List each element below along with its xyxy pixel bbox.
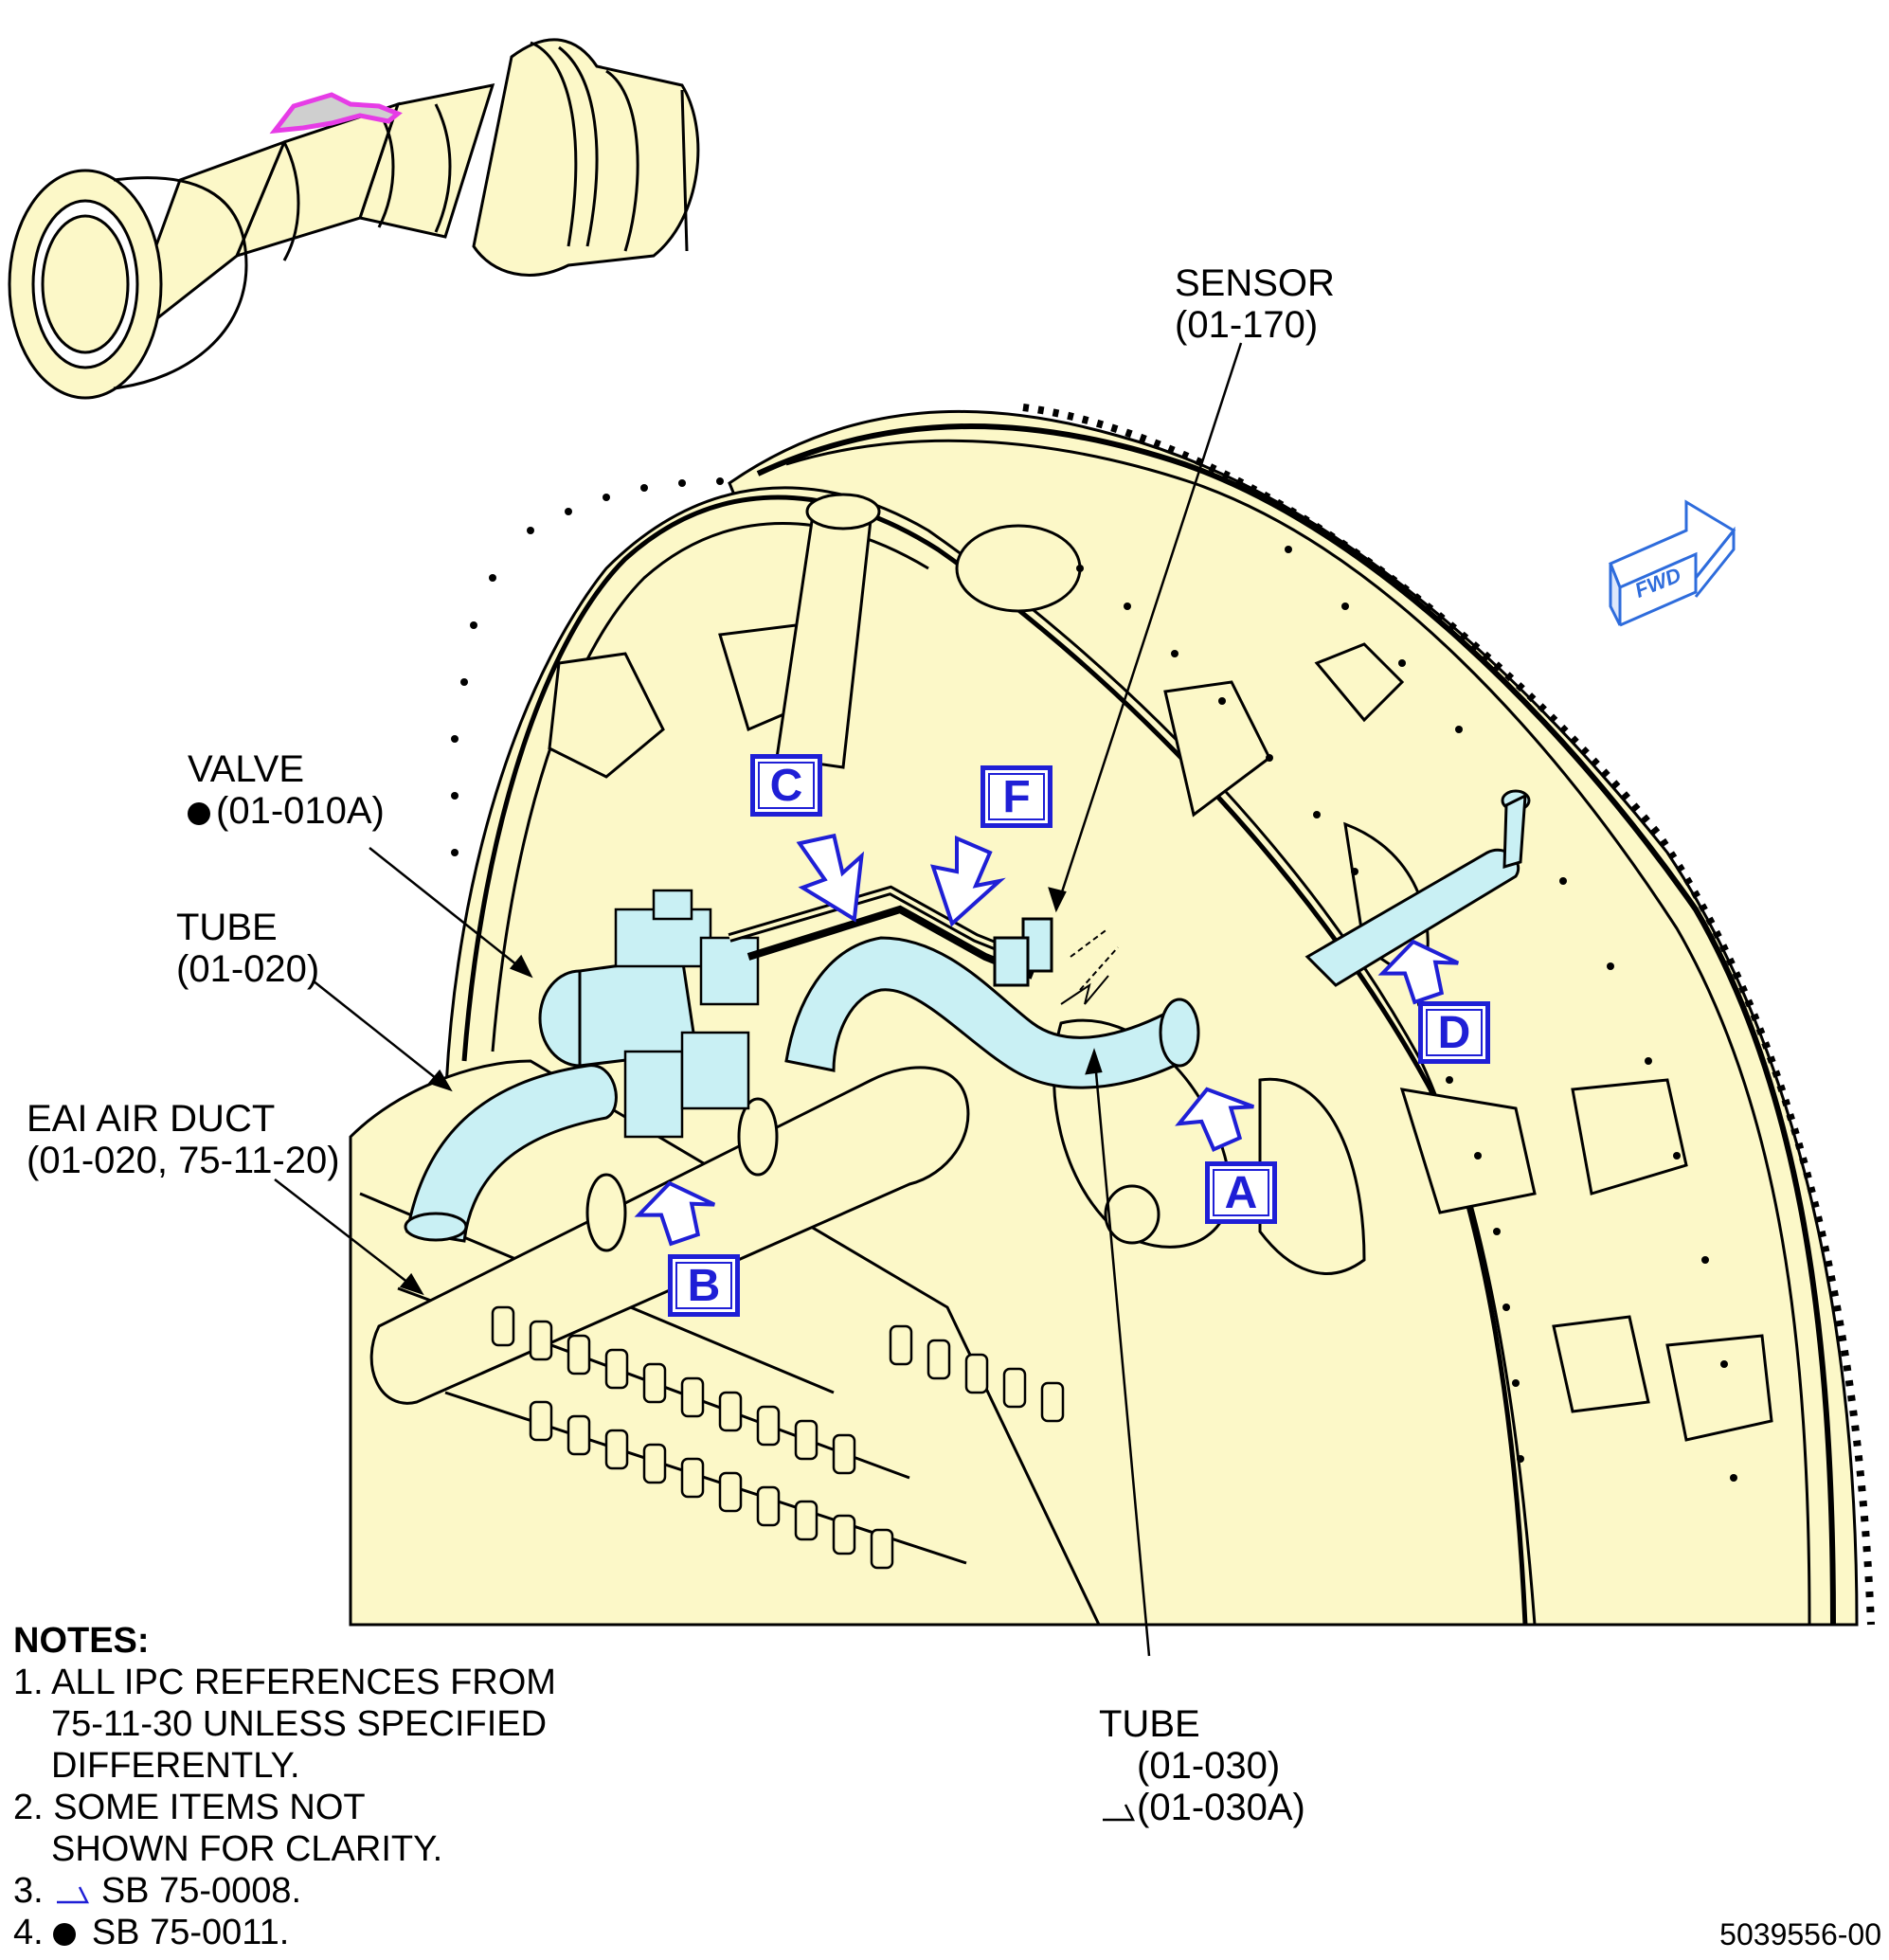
tube-01-020-ref: (01-020) xyxy=(176,948,320,990)
note-1-line-3: DIFFERENTLY. xyxy=(51,1746,300,1786)
callout-f: F xyxy=(980,765,1052,828)
flag-icon xyxy=(1103,1804,1136,1822)
figure-id: 5039556-00 xyxy=(1719,1917,1881,1951)
view-arrow-b xyxy=(634,1180,716,1247)
valve-ref-line: (01-010A) xyxy=(188,790,385,832)
sensor-label: SENSOR (01-170) xyxy=(1175,262,1335,346)
locator-highlight xyxy=(269,92,403,135)
eai-air-duct-label: EAI AIR DUCT (01-020, 75-11-20) xyxy=(27,1098,340,1181)
view-arrow-c xyxy=(796,833,865,923)
callout-c: C xyxy=(750,754,822,817)
valve-label: VALVE (01-010A) xyxy=(188,748,385,832)
sensor-ref: (01-170) xyxy=(1175,304,1319,346)
valve-ref: (01-010A) xyxy=(216,790,385,832)
fwd-arrow-icon xyxy=(1609,499,1736,627)
valve-hardware xyxy=(614,889,760,1139)
filled-dot-icon xyxy=(53,1923,77,1946)
view-arrow-d xyxy=(1377,939,1460,1005)
tube-01-030a-ref: (01-030A) xyxy=(1137,1787,1305,1828)
note-1-line-2: 75-11-30 UNLESS SPECIFIED xyxy=(51,1704,548,1744)
valve-name: VALVE xyxy=(188,748,305,790)
filled-dot-icon xyxy=(188,802,210,825)
note-4-number: 4. xyxy=(13,1913,44,1952)
view-arrow-a xyxy=(1175,1087,1254,1152)
callout-a: A xyxy=(1205,1161,1277,1224)
view-arrow-f xyxy=(930,835,1006,927)
note-3-text: SB 75-0008. xyxy=(100,1871,302,1911)
note-4-text: SB 75-0011. xyxy=(91,1913,290,1952)
note-3-number: 3. xyxy=(13,1871,44,1911)
notes-block: NOTES: 1. ALL IPC REFERENCES FROM 75-11-… xyxy=(13,1620,556,1953)
sensor-name: SENSOR xyxy=(1175,262,1335,304)
tube-01-030-label: TUBE (01-030) (01-030A) xyxy=(1099,1703,1305,1828)
highlighted-tubes xyxy=(404,789,1531,1243)
tube-01-020-shape xyxy=(405,1064,618,1243)
leader-lines xyxy=(274,342,1243,1657)
note-2-line-2: SHOWN FOR CLARITY. xyxy=(51,1829,443,1869)
eai-air-duct-name: EAI AIR DUCT xyxy=(27,1098,276,1140)
eai-air-duct-ref: (01-020, 75-11-20) xyxy=(27,1140,340,1181)
tube-01-030a-ref-line: (01-030A) xyxy=(1099,1787,1305,1828)
view-arrows xyxy=(634,833,1460,1247)
engine-locator-view xyxy=(8,38,700,400)
callout-d: D xyxy=(1418,1001,1490,1064)
sensor-detail-lines xyxy=(1060,927,1119,1005)
note-3: 3. SB 75-0008. xyxy=(13,1870,556,1912)
notes-heading: NOTES: xyxy=(13,1621,150,1661)
tube-01-030-ref: (01-030) xyxy=(1137,1745,1281,1787)
engine-main-view xyxy=(349,404,1875,1627)
note-4: 4. SB 75-0011. xyxy=(13,1912,556,1953)
sensor-harness xyxy=(728,885,1053,987)
tube-01-020-name: TUBE xyxy=(176,907,278,948)
flag-icon xyxy=(57,1886,90,1904)
note-2-line-1: 2. SOME ITEMS NOT xyxy=(13,1788,366,1827)
tube-01-020-label: TUBE (01-020) xyxy=(176,907,319,990)
fuel-nozzle-array xyxy=(491,1305,1065,1570)
callout-b: B xyxy=(668,1254,740,1317)
tube-01-030-name: TUBE xyxy=(1099,1703,1200,1745)
note-1-line-1: 1. ALL IPC REFERENCES FROM xyxy=(13,1663,556,1702)
